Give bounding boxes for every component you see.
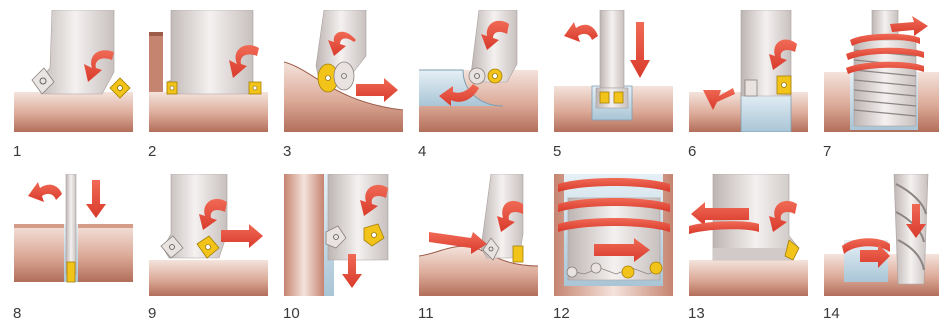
panel-14 [824,174,939,296]
panel-7 [824,10,939,132]
panel-number: 10 [283,305,300,322]
panel-6 [689,10,808,132]
panel-number: 2 [148,143,156,160]
panel-9 [149,174,268,296]
panel-1 [14,10,133,132]
panel-10 [284,174,403,296]
panel-number: 13 [688,305,705,322]
panel-2 [149,10,268,132]
panel-number: 4 [418,143,426,160]
panel-number: 3 [283,143,291,160]
panel-number: 11 [418,305,434,322]
panel-number: 8 [13,305,21,322]
panel-11 [419,174,538,296]
panel-number: 5 [553,143,561,160]
panel-8 [14,174,133,296]
panel-3 [284,10,403,132]
panel-13 [689,174,808,296]
panel-12 [554,174,673,296]
panel-number: 14 [823,305,840,322]
panel-number: 7 [823,143,831,160]
panel-number: 9 [148,305,156,322]
panel-number: 1 [13,143,21,160]
panel-number: 12 [553,305,570,322]
panel-number: 6 [688,143,696,160]
panel-5 [554,10,673,132]
panel-4 [419,10,538,132]
